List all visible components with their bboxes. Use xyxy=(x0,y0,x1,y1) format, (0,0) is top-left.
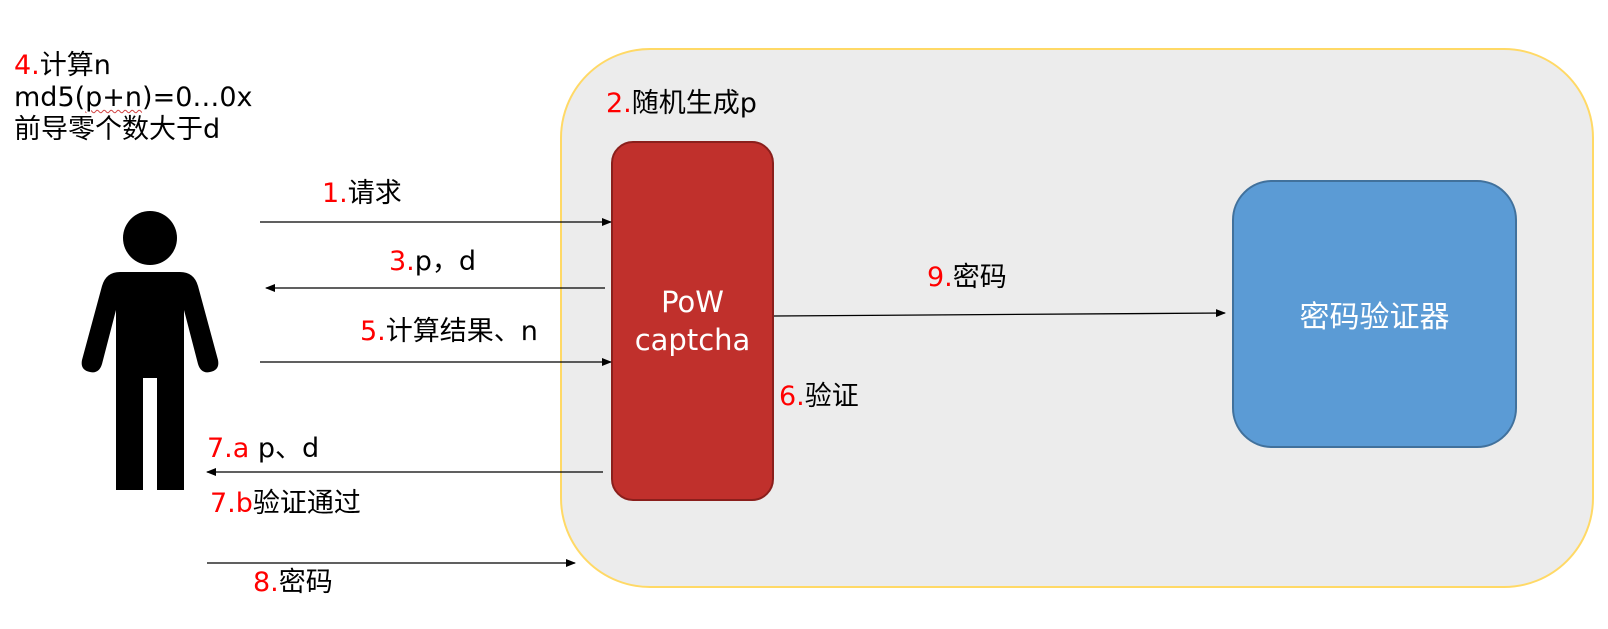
password-verifier-box: 密码验证器 xyxy=(1232,180,1517,448)
person-silhouette-icon xyxy=(81,211,219,490)
compute-note-formula: md5(p+n)=0…0x xyxy=(14,82,253,113)
pow-captcha-box: PoW captcha xyxy=(611,141,774,501)
label-verify: 6.验证 xyxy=(779,381,859,412)
pow-box-line1: PoW xyxy=(661,285,724,319)
compute-note-title: 4.计算n xyxy=(14,50,111,81)
label-request: 1.请求 xyxy=(322,178,402,209)
label-submit: 5.计算结果、n xyxy=(360,316,538,347)
password-verifier-label: 密码验证器 xyxy=(1299,300,1450,335)
label-password-send: 8.密码 xyxy=(253,567,333,598)
label-passed: 7.b验证通过 xyxy=(210,488,361,519)
generate-label: 2.随机生成p xyxy=(606,88,757,119)
pow-box-line2: captcha xyxy=(634,323,751,357)
compute-note: 4.计算n md5(p+n)=0…0x 前导零个数大于d xyxy=(14,50,253,146)
label-challenge: 3.p，d xyxy=(389,246,477,277)
label-resend: 7.a p、d xyxy=(207,433,320,464)
label-password-forward: 9.密码 xyxy=(927,262,1007,293)
arrow-password-forward xyxy=(773,309,1226,318)
compute-note-condition: 前导零个数大于d xyxy=(14,114,221,145)
